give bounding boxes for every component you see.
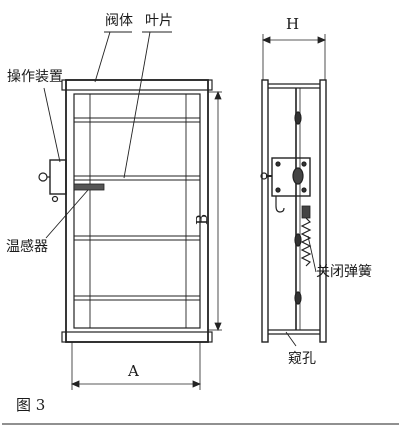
closing-spring-label: 关闭弹簧: [316, 264, 372, 280]
side-view-right-flange: [319, 79, 327, 343]
dimension-a-arrow-right: [192, 380, 202, 388]
dimension-h-arrow-left: [261, 36, 271, 44]
dimension-b-label: B: [193, 213, 212, 226]
blade-pivot: [294, 291, 302, 305]
side-view-hook-icon: [275, 196, 285, 213]
side-view: [260, 79, 327, 343]
dimension-b-arrow-bottom: [214, 322, 222, 332]
blade-pivot: [294, 111, 302, 125]
temperature-sensor-label: 温感器: [6, 239, 48, 255]
operating-device-box: [49, 159, 67, 195]
operating-device-knob-icon: [38, 172, 48, 182]
dimension-h: [261, 34, 327, 80]
dimension-a-label: A: [128, 362, 139, 380]
actuator-bolt-icon: [301, 161, 307, 167]
actuator-lever-knob-icon: [260, 172, 268, 180]
operating-device-small-ring-icon: [51, 195, 59, 203]
valve-body-label: 阀体: [105, 13, 133, 29]
valve-body-top-flange: [61, 79, 213, 91]
figure-caption: 图 3: [16, 396, 46, 414]
valve-body-bottom-flange: [61, 331, 213, 343]
operating-device-leader: [43, 87, 61, 163]
blade-pivot: [294, 233, 302, 247]
valve-body-outer-frame: [65, 79, 209, 343]
blade-group: [74, 117, 200, 301]
actuator-hub: [292, 167, 304, 185]
dimension-b-arrow-top: [214, 90, 222, 100]
viewing-hole-label: 窥孔: [288, 351, 316, 367]
side-view-left-flange: [261, 79, 269, 343]
closing-spring-coil: [300, 217, 312, 267]
viewing-hole-leader: [285, 331, 297, 347]
actuator-bolt-icon: [301, 187, 307, 193]
blade-leader: [123, 31, 151, 179]
dimension-b: [208, 90, 222, 332]
actuator-bolt-icon: [275, 161, 281, 167]
closing-spring-leader: [307, 235, 317, 273]
side-view-blade-pivots: [294, 111, 302, 305]
actuator-bolt-icon: [275, 187, 281, 193]
side-view-leader-lines: [285, 235, 317, 347]
temperature-sensor-body: [73, 183, 105, 191]
valve-body-inner-frame: [73, 93, 201, 329]
dimension-a-arrow-left: [70, 380, 80, 388]
leader-lines: [43, 31, 172, 239]
blade-label: 叶片: [145, 13, 173, 29]
dimension-h-arrow-right: [317, 36, 327, 44]
closing-spring-housing: [301, 205, 311, 219]
valve-body-leader: [94, 31, 111, 83]
front-view: [38, 79, 213, 343]
temperature-sensor-leader: [45, 189, 89, 239]
dimension-h-label: H: [286, 15, 300, 33]
operating-device-label: 操作装置: [7, 69, 63, 85]
dimension-a: [70, 342, 202, 390]
